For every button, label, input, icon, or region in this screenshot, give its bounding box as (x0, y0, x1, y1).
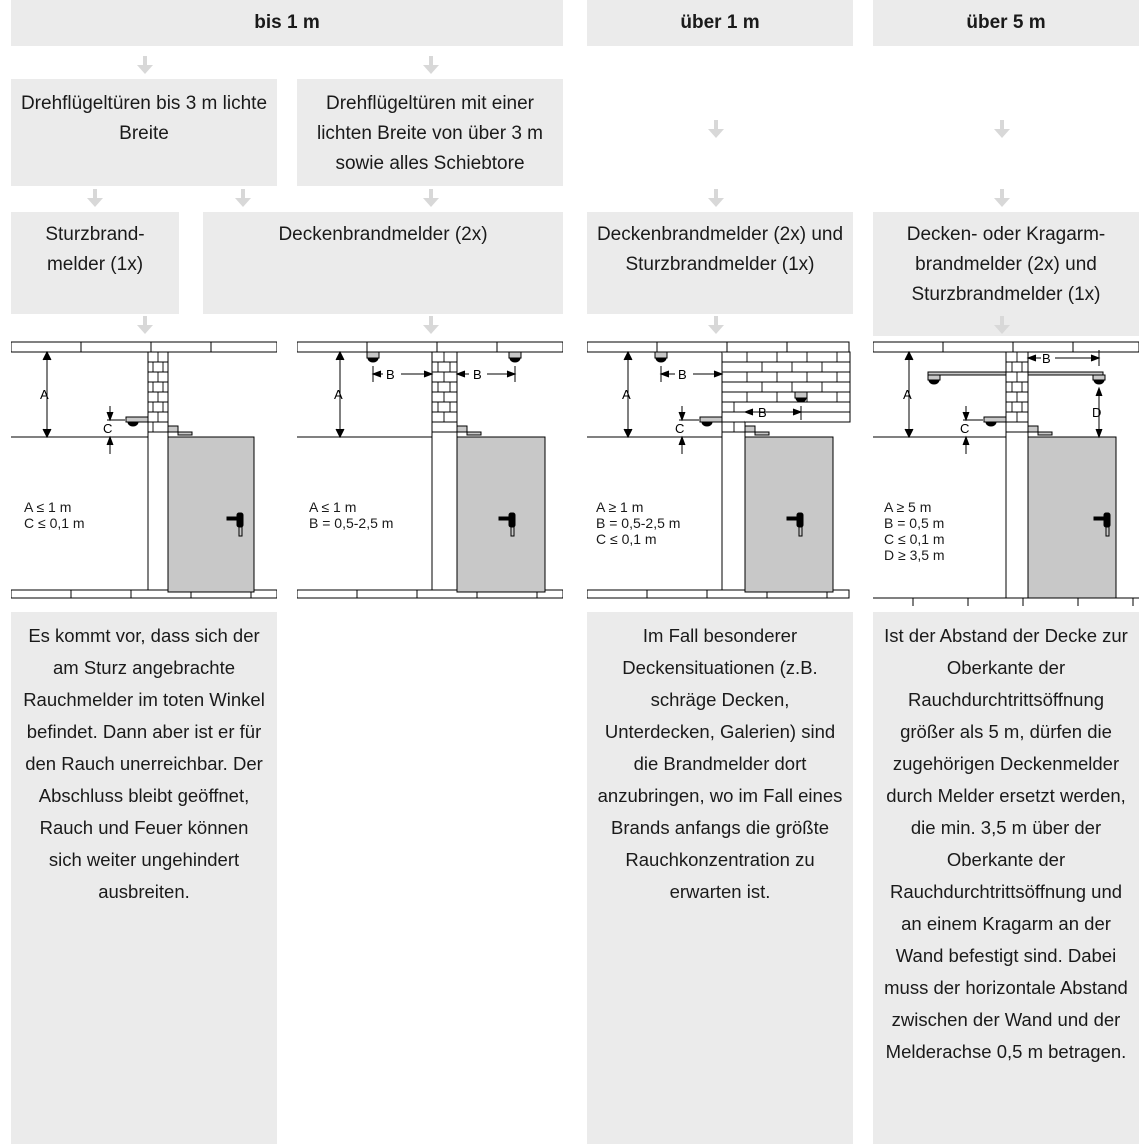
detector-decke: Deckenbrandmelder (2x) (203, 212, 563, 314)
flow-arrow (994, 189, 1010, 207)
flow-arrow (235, 189, 251, 207)
detector-kragarm: Decken- oder Kragarm-brandmelder (2x) un… (873, 212, 1139, 336)
flow-arrow (708, 316, 724, 334)
dim-label-b: B (678, 367, 687, 382)
detector-sturz: Sturzbrand-melder (1x) (11, 212, 179, 314)
flow-arrow (423, 56, 439, 74)
flow-arrow (137, 316, 153, 334)
door-type-large: Drehflügeltüren mit einer lichten Breite… (297, 79, 563, 186)
door-section-drawing: A C B B (586, 341, 851, 599)
door-section-drawing: A C (10, 341, 278, 599)
door-section-drawing: A B B (296, 341, 564, 599)
dim-label-b: B (386, 367, 395, 382)
door-type-small: Drehflügeltüren bis 3 m lichte Breite (11, 79, 277, 186)
header-ueber-5m: über 5 m (873, 0, 1139, 46)
header-bis-1m: bis 1 m (11, 0, 563, 46)
flow-arrow (87, 189, 103, 207)
flow-arrow (137, 56, 153, 74)
dim-label-b: B (1042, 351, 1051, 366)
flow-arrow (708, 189, 724, 207)
door-section-drawing: A C B D (872, 341, 1140, 606)
flow-arrow (423, 316, 439, 334)
dim-label-a: A (40, 387, 49, 402)
dim-label-b: B (473, 367, 482, 382)
dim-label-c: C (675, 421, 684, 436)
flow-arrow (994, 316, 1010, 334)
note-special-ceilings: Im Fall besonderer Deckensituationen (z.… (587, 612, 853, 1144)
note-sturz-dead-angle: Es kommt vor, dass sich der am Sturz ang… (11, 612, 277, 1144)
dim-label-c: C (960, 421, 969, 436)
flow-arrow (708, 120, 724, 138)
header-ueber-1m: über 1 m (587, 0, 853, 46)
dim-label-a: A (622, 387, 631, 402)
dim-label-a: A (903, 387, 912, 402)
detector-decke-sturz: Deckenbrandmelder (2x) und Sturzbrandmel… (587, 212, 853, 314)
dim-label-d: D (1092, 405, 1101, 420)
dim-label-b: B (758, 405, 767, 420)
dim-label-a: A (334, 387, 343, 402)
flow-arrow (994, 120, 1010, 138)
flow-arrow (423, 189, 439, 207)
dim-label-c: C (103, 421, 112, 436)
note-kragarm: Ist der Abstand der Decke zur Oberkante … (873, 612, 1139, 1144)
